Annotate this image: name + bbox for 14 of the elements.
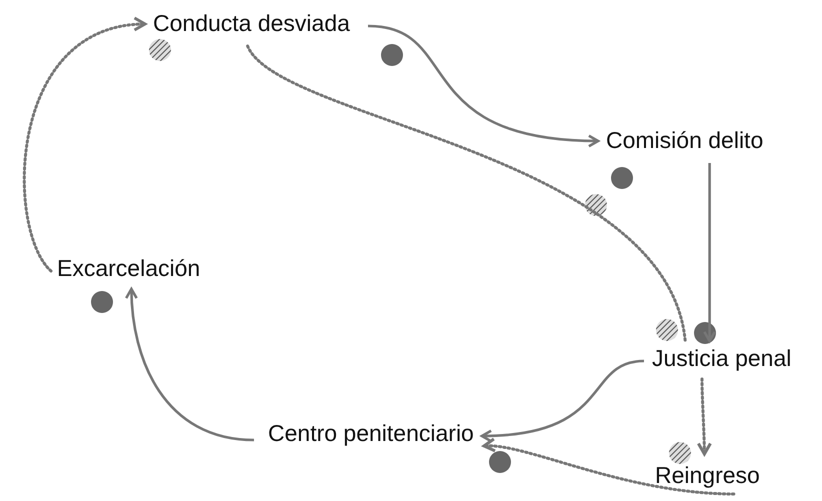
arrow — [368, 24, 600, 147]
stage-label: Conducta desviada — [153, 10, 350, 38]
stage-label: Centro penitenciario — [268, 420, 474, 448]
connector-line — [246, 44, 687, 344]
arrow — [480, 360, 644, 442]
arrow — [696, 378, 712, 456]
stage-label: Excarcelación — [57, 255, 200, 283]
stage-label: Justicia penal — [652, 345, 792, 373]
stage-label: Reingreso — [655, 462, 760, 490]
arrow — [703, 163, 716, 342]
arrow — [482, 438, 736, 496]
stage-label: Comisión delito — [606, 127, 764, 155]
arrow — [22, 18, 146, 272]
arrow — [125, 288, 254, 442]
